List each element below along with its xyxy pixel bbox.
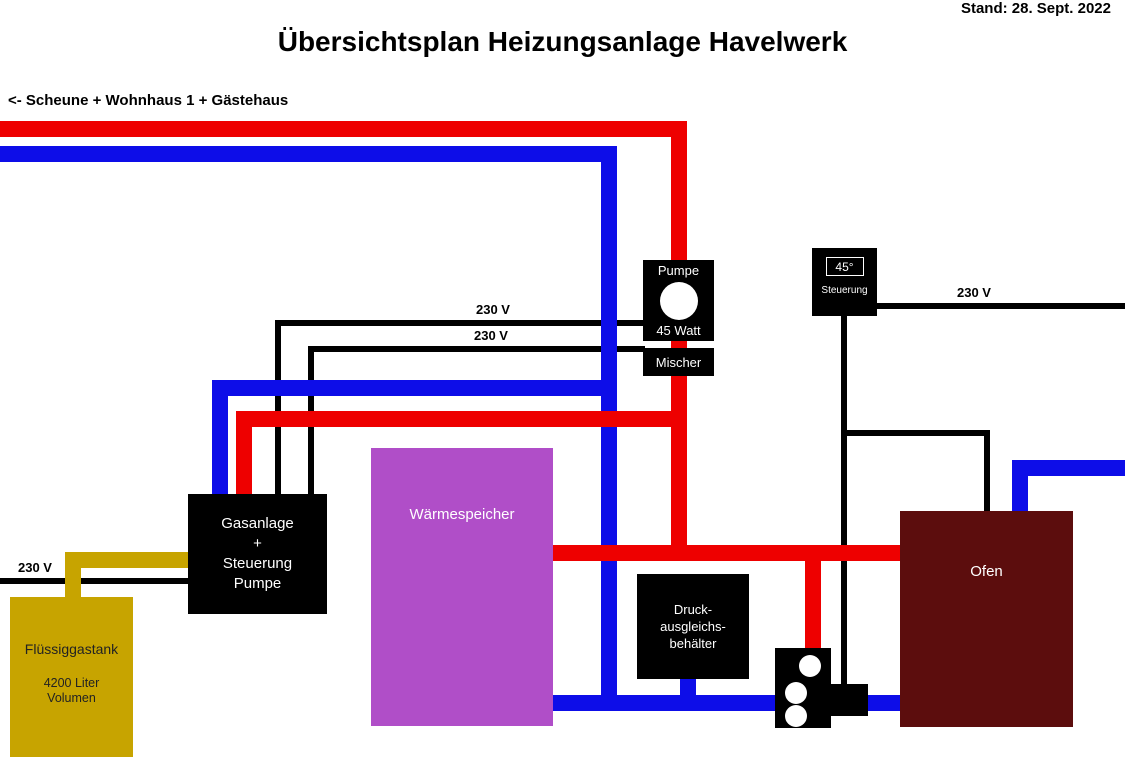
steuerung-label: Steuerung [821, 285, 868, 296]
ofen-box: Ofen [900, 511, 1073, 727]
stand-date-label: Stand: 28. Sept. 2022 [960, 0, 1111, 17]
pump-valve-icon [799, 655, 821, 677]
druck-line-2: ausgleichs- [660, 619, 726, 634]
pipe-blue-top-horizontal [0, 146, 617, 162]
heating-pump-connector [828, 684, 868, 716]
pump-valve-icon [785, 682, 807, 704]
tank-volume-line1: 4200 Liter [43, 676, 100, 690]
gasanlage-line-4: Pumpe [233, 575, 282, 592]
gasanlage-line-3: Steuerung [222, 555, 293, 572]
waermespeicher-label: Wärmespeicher [409, 506, 515, 523]
pipe-red-mid-horizontal [236, 411, 687, 427]
pipe-blue-mid-horizontal [212, 380, 617, 396]
pumpe-watt-label: 45 Watt [656, 323, 701, 338]
druckausgleichsbehaelter-box: Druck- ausgleichs- behälter [637, 574, 749, 679]
gasanlage-line-2: + [253, 535, 262, 552]
pipe-red-gasanlage-vertical [236, 411, 252, 500]
wire-steuerung-ofen-horizontal [844, 430, 990, 436]
wire-230v-gasanlage [0, 578, 192, 584]
pipe-red-top-horizontal [0, 121, 687, 137]
druck-line-1: Druck- [673, 602, 713, 617]
tank-volume-line2: Volumen [47, 691, 96, 705]
wire-230v-mischer-horizontal [308, 346, 645, 352]
temperature-display: 45° [825, 257, 864, 276]
label-230v-pumpe: 230 V [476, 302, 510, 317]
mischer-label: Mischer [655, 354, 702, 370]
wire-230v-steuerung [877, 303, 1125, 309]
wire-steuerung-pump-vertical [841, 314, 847, 688]
pipe-red-main-vertical [671, 121, 687, 561]
pumpe-box: Pumpe 45 Watt [643, 260, 714, 341]
area-direction-label: <- Scheune + Wohnhaus 1 + Gästehaus [8, 92, 289, 109]
wire-steuerung-ofen-vertical [984, 430, 990, 515]
pipe-red-lower-horizontal [553, 545, 900, 561]
wire-230v-pumpe-vertical [275, 320, 281, 498]
waermespeicher-box: Wärmespeicher [371, 448, 553, 726]
steuerung-box: 45° Steuerung [812, 248, 877, 316]
pump-valve-icon [785, 705, 807, 727]
gasanlage-line-1: Gasanlage [221, 515, 294, 532]
pipe-gas-horizontal [65, 552, 195, 568]
druck-line-3: behälter [669, 636, 717, 651]
label-230v-steuerung: 230 V [957, 285, 991, 300]
pipe-blue-gasanlage-vertical [212, 380, 228, 498]
page-title: Übersichtsplan Heizungsanlage Havelwerk [277, 26, 848, 57]
pipe-red-pump-vertical [805, 553, 821, 653]
wire-230v-pumpe-horizontal [275, 320, 645, 326]
tank-label: Flüssiggastank [24, 641, 119, 657]
pipe-blue-druck-stub [680, 672, 696, 700]
label-230v-mischer: 230 V [474, 328, 508, 343]
fluessiggastank-box: Flüssiggastank 4200 Liter Volumen [10, 597, 133, 757]
ofen-label: Ofen [970, 563, 1003, 580]
label-230v-gasanlage: 230 V [18, 560, 52, 575]
pipe-blue-right-horizontal [1012, 460, 1125, 476]
pipe-blue-main-vertical [601, 146, 617, 711]
pump-impeller-icon [659, 281, 698, 320]
mischer-box: Mischer [643, 348, 714, 376]
gasanlage-box: Gasanlage + Steuerung Pumpe [188, 494, 327, 614]
pumpe-title: Pumpe [657, 263, 700, 278]
